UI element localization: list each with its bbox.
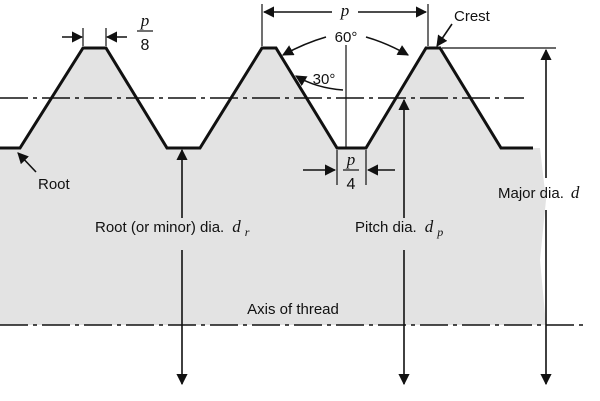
angle-60-label: 60° bbox=[335, 29, 358, 46]
crest-leader bbox=[436, 23, 453, 47]
root-leader bbox=[17, 152, 37, 173]
angle-30-arc bbox=[295, 75, 344, 91]
pitch-dia-label: Pitch dia. d p bbox=[355, 217, 443, 239]
thread-profile bbox=[0, 46, 533, 150]
angle-60-arc-right bbox=[365, 36, 409, 56]
major-dia-label: Major dia. d bbox=[498, 183, 580, 202]
axis-label: Axis of thread bbox=[247, 301, 339, 318]
root-label: Root bbox=[38, 176, 71, 193]
p8-denominator: 8 bbox=[141, 37, 150, 54]
crest-label: Crest bbox=[454, 8, 491, 25]
p4-numerator: p bbox=[346, 150, 356, 169]
root-dia-label: Root (or minor) dia. d r bbox=[95, 217, 250, 239]
angle-60-arc-left bbox=[282, 36, 327, 56]
p4-denominator: 4 bbox=[347, 176, 356, 193]
thread-body bbox=[0, 48, 546, 325]
pitch-symbol: p bbox=[340, 1, 350, 20]
p8-numerator: p bbox=[140, 11, 150, 30]
angle-30-label: 30° bbox=[313, 71, 336, 88]
